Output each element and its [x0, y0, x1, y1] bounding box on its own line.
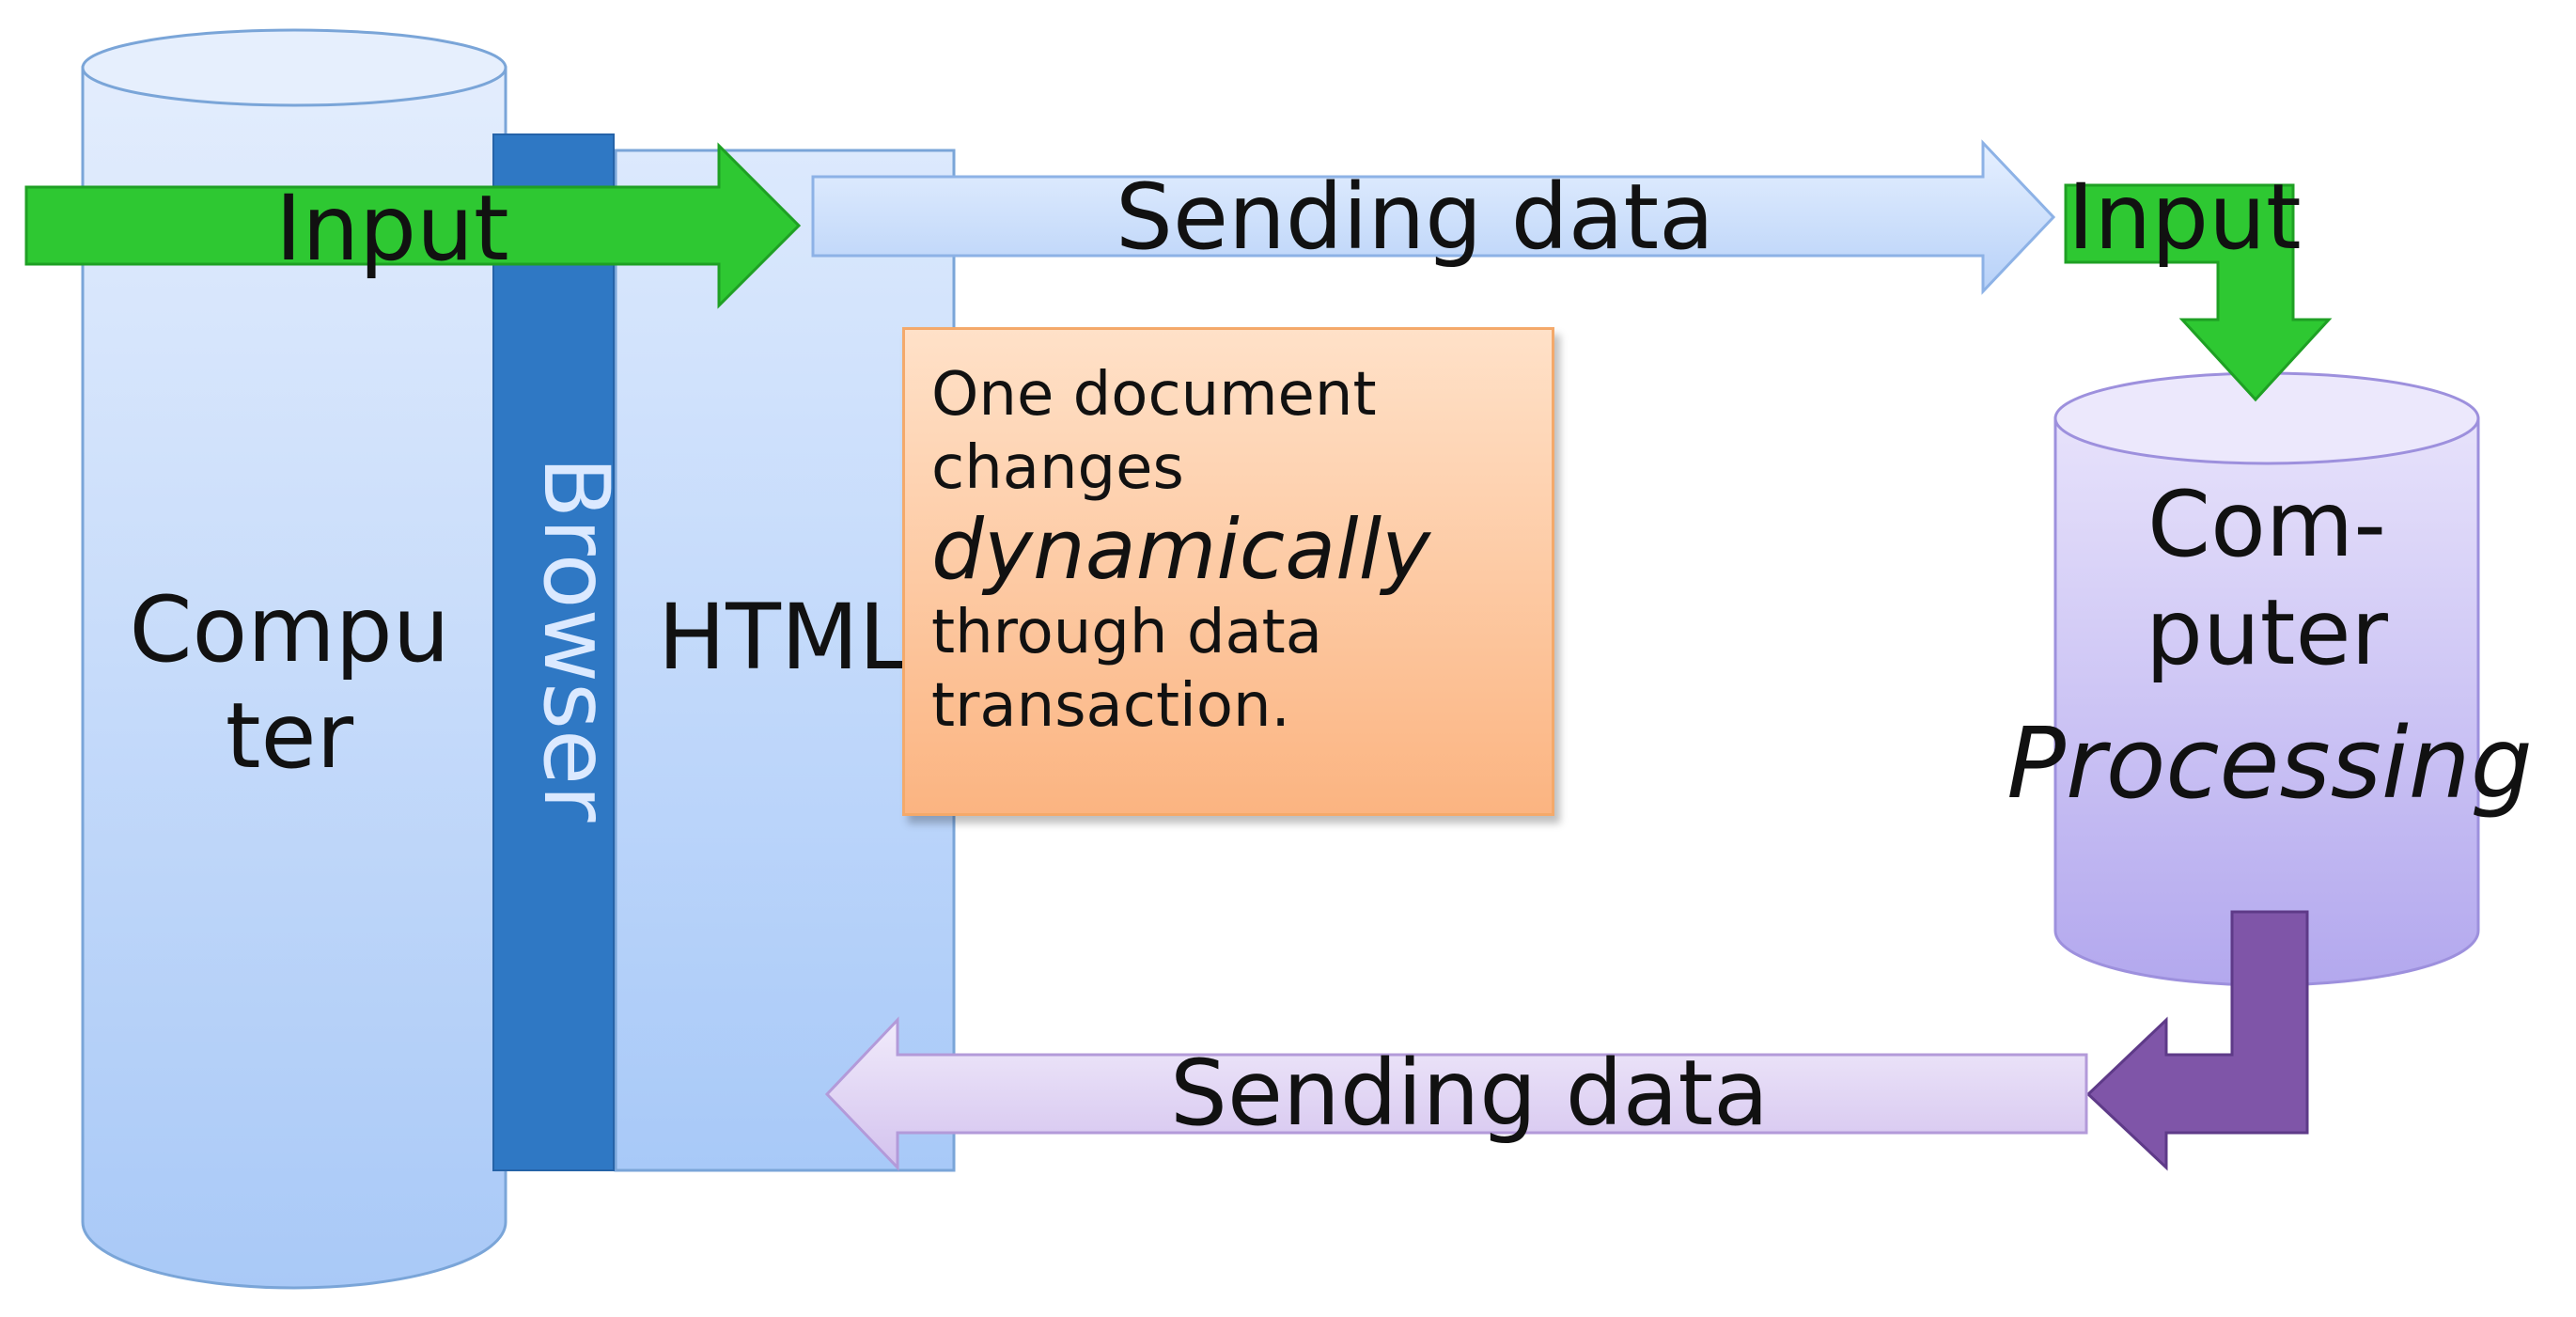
input-arrow-left: [24, 142, 802, 309]
right-computer-label-line1: Com-: [2147, 472, 2386, 577]
sending-data-arrow-top: [811, 139, 2056, 295]
right-computer-label-line2: puter: [2146, 580, 2388, 685]
note-line-1: One document: [931, 360, 1377, 430]
sending-data-bottom-label: Sending data: [1170, 1041, 1769, 1146]
input-arrow-right: [2064, 183, 2333, 402]
note-line-4: through data: [931, 597, 1322, 667]
html-label: HTML: [658, 585, 910, 690]
note-line-3: dynamically: [931, 501, 1431, 599]
left-computer-cylinder: [81, 28, 507, 1290]
note-line-5: transaction.: [931, 671, 1290, 742]
sending-data-arrow-bottom: [824, 1016, 2088, 1171]
input-left-label: Input: [275, 176, 509, 281]
processing-label: Processing: [2006, 706, 2533, 821]
left-computer-label-line2: ter: [225, 683, 354, 789]
input-right-label: Input: [2068, 165, 2302, 270]
note-line-2: changes: [931, 433, 1184, 504]
sending-data-top-label: Sending data: [1116, 165, 1714, 270]
left-computer-label-line1: Compu: [129, 577, 450, 682]
browser-bar: [492, 133, 615, 1171]
html-page-box: [614, 149, 956, 1172]
note-box: One document changes dynamically through…: [902, 327, 1554, 816]
browser-label: Browser: [523, 456, 629, 823]
return-elbow-arrow: [2085, 910, 2309, 1171]
